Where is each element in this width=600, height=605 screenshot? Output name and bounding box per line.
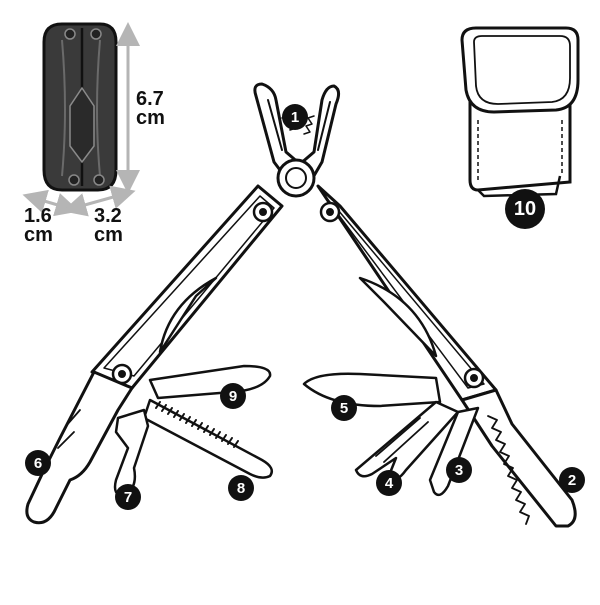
- bottle-opener: [113, 408, 150, 498]
- callout-10-pouch: 10: [505, 189, 545, 229]
- depth-dimension-label: 3.2 cm: [94, 205, 123, 246]
- knife-blade: [148, 364, 272, 400]
- callout-8-file: 8: [228, 475, 254, 501]
- callout-6-end-tool: 6: [25, 450, 51, 476]
- callout-9-knife: 9: [220, 383, 246, 409]
- callout-1-pliers: 1: [282, 104, 308, 130]
- belt-pouch-illustration: [460, 26, 580, 198]
- width-dimension-arrow: [22, 189, 80, 217]
- callout-2-saw: 2: [559, 467, 585, 493]
- width-dimension-label: 1.6 cm: [24, 205, 53, 246]
- pliers-jaws: [253, 82, 341, 188]
- closed-tool-illustration: [42, 22, 118, 192]
- depth-value: 3.2: [94, 205, 122, 227]
- height-dimension-label: 6.7 cm: [136, 88, 165, 129]
- phillips-screwdriver: [428, 406, 480, 497]
- height-unit: cm: [136, 107, 165, 129]
- callout-5-serrated-knife: 5: [331, 395, 357, 421]
- serrated-knife: [302, 372, 442, 408]
- open-multitool-illustration: [25, 82, 577, 528]
- width-unit: cm: [24, 224, 53, 246]
- height-value: 6.7: [136, 88, 164, 110]
- file-tool: [142, 398, 273, 479]
- callout-3-screwdriver: 3: [446, 457, 472, 483]
- depth-dimension-arrow: [62, 185, 136, 217]
- callout-7-bottle-opener: 7: [115, 484, 141, 510]
- callout-4-can-opener: 4: [376, 470, 402, 496]
- width-value: 1.6: [24, 205, 52, 227]
- depth-unit: cm: [94, 224, 123, 246]
